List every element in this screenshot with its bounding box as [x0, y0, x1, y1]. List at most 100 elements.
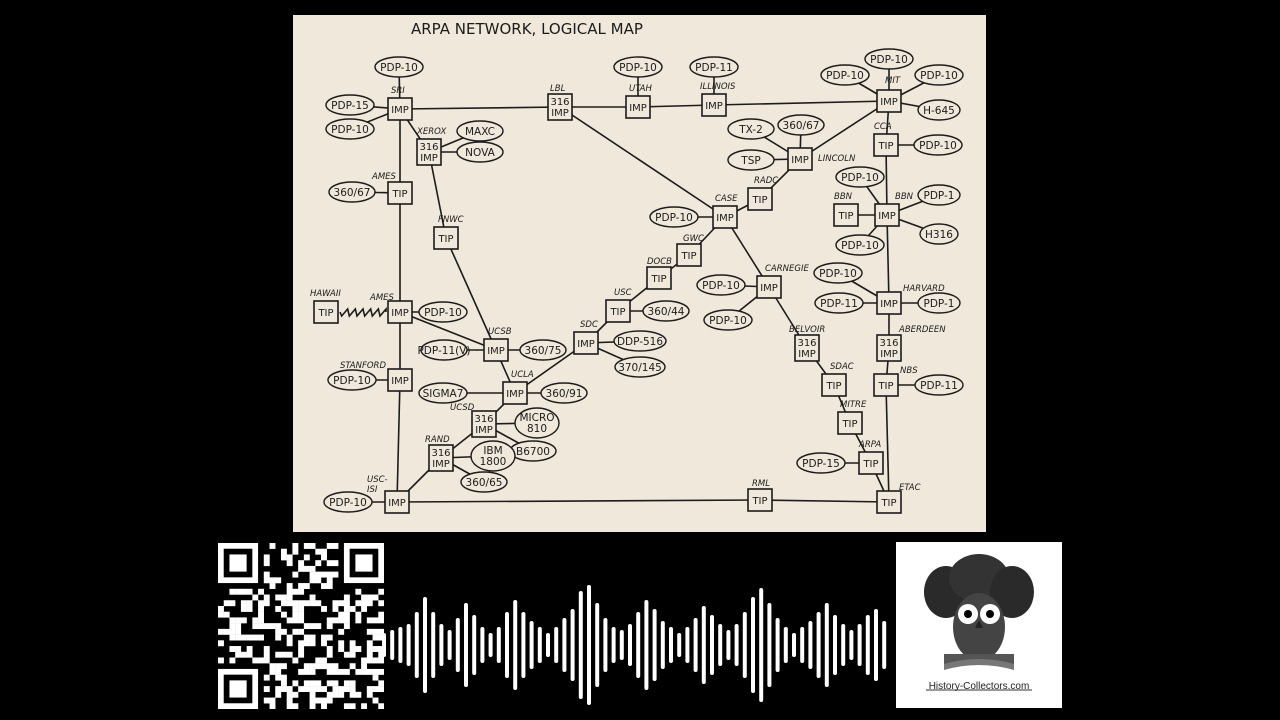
site-label: RML [752, 479, 770, 489]
node-text: 360/91 [546, 388, 583, 400]
node-text: PDP-10 [841, 240, 879, 252]
node-carnegie: IMPCARNEGIE [757, 264, 809, 298]
host-lin_tx2: TX-2 [728, 119, 774, 139]
node-text: IMP [577, 339, 595, 350]
wave-bar [431, 612, 435, 678]
site-label: USC- [367, 475, 388, 485]
host-sri_pdp10: PDP-10 [375, 57, 423, 77]
host-mit_pdp10a: PDP-10 [865, 49, 913, 69]
wave-bar [685, 627, 689, 663]
site-label: MITRE [840, 400, 867, 410]
host-usc_36044: 360/44 [643, 301, 689, 321]
wave-bar [874, 609, 878, 681]
node-text: DDP-516 [617, 336, 663, 348]
node-text: PDP-10 [329, 497, 367, 509]
site-label: BELVOIR [789, 325, 825, 335]
host-rand_36065: 360/65 [461, 472, 507, 492]
node-text: B6700 [516, 446, 550, 458]
host-sdc_370: 370/145 [615, 357, 665, 377]
link-usc_isi-rml [397, 500, 760, 502]
node-text: TIP [391, 189, 407, 200]
node-text: 360/67 [783, 120, 820, 132]
node-text: IMP [705, 101, 723, 112]
node-utah: IMPUTAH [626, 84, 652, 118]
host-bbn_h316: H316 [920, 224, 958, 244]
host-bbn_pdp1: PDP-1 [918, 185, 960, 205]
logo-caption: History-Collectors.com [896, 681, 1062, 692]
node-text: TIP [862, 459, 878, 470]
host-ucsb_pdp11: PDP-11(V) [417, 340, 470, 360]
wave-bar [480, 627, 484, 663]
node-etac: TIPETAC [877, 483, 921, 513]
node-text: IMP [432, 459, 450, 470]
wave-bar [694, 618, 698, 672]
wave-bar [562, 618, 566, 672]
site-label: SDAC [830, 362, 854, 372]
wave-bar [521, 612, 525, 678]
host-bbn_pdp10b: PDP-10 [836, 235, 884, 255]
node-text: PDP-11(V) [417, 345, 470, 357]
site-label: UCLA [511, 370, 534, 380]
wave-bar [825, 603, 829, 687]
host-lin_tsp: TSP [728, 150, 774, 170]
node-cca: TIPCCA [874, 122, 898, 156]
node-text: IMP [391, 105, 409, 116]
wave-bar [554, 627, 558, 663]
wave-bar [603, 618, 607, 672]
site-label: STANFORD [340, 361, 386, 371]
wave-bar [808, 621, 812, 669]
wave-bar [390, 630, 394, 660]
wave-bar [833, 615, 837, 675]
node-text: NOVA [465, 147, 495, 159]
node-rml: TIPRML [748, 479, 772, 511]
node-text: PDP-10 [424, 307, 462, 319]
host-ucsb_36075: 360/75 [520, 340, 566, 360]
host-isi_pdp10: PDP-10 [324, 492, 372, 512]
node-text: PDP-1 [924, 298, 955, 310]
site-label: MIT [885, 76, 901, 86]
wave-bar [882, 621, 886, 669]
host-xerox_maxc: MAXC [457, 121, 503, 141]
node-text: 810 [527, 423, 547, 435]
wave-bar [407, 624, 411, 666]
host-harv_pdp11: PDP-11 [815, 293, 863, 313]
wave-bar [439, 624, 443, 666]
node-text: 316 [550, 97, 569, 108]
node-text: IMP [798, 349, 816, 360]
wave-bar [677, 633, 681, 657]
wave-bar [776, 618, 780, 672]
link-illinois-mit [714, 101, 889, 105]
wave-bar [710, 615, 714, 675]
node-text: IMP [475, 425, 493, 436]
audio-waveform [380, 580, 900, 710]
wave-bar [644, 600, 648, 690]
wave-bar [636, 612, 640, 678]
node-rand: 316IMPRAND [425, 435, 453, 471]
site-label: ETAC [899, 483, 921, 493]
site-label: UCSD [450, 403, 475, 413]
site-label: CCA [874, 122, 892, 132]
node-belvoir: 316IMPBELVOIR [789, 325, 825, 361]
node-text: IMP [420, 153, 438, 164]
node-text: 360/65 [466, 477, 503, 489]
node-ames_imp: IMPAMES [369, 293, 412, 323]
qr-code [218, 543, 384, 709]
wave-bar [464, 603, 468, 687]
site-label: HAWAII [310, 289, 341, 299]
node-text: IMP [880, 299, 898, 310]
wave-bar [415, 612, 419, 678]
node-text: 370/145 [618, 362, 662, 374]
node-text: H-645 [923, 105, 955, 117]
wave-bar [661, 621, 665, 669]
wave-bar [726, 630, 730, 660]
site-label: CARNEGIE [765, 264, 809, 274]
site-label: CASE [715, 194, 738, 204]
node-text: PDP-10 [655, 212, 693, 224]
wave-bar [669, 627, 673, 663]
node-text: TIP [317, 308, 333, 319]
wave-bar [513, 600, 517, 690]
wave-bar [817, 612, 821, 678]
